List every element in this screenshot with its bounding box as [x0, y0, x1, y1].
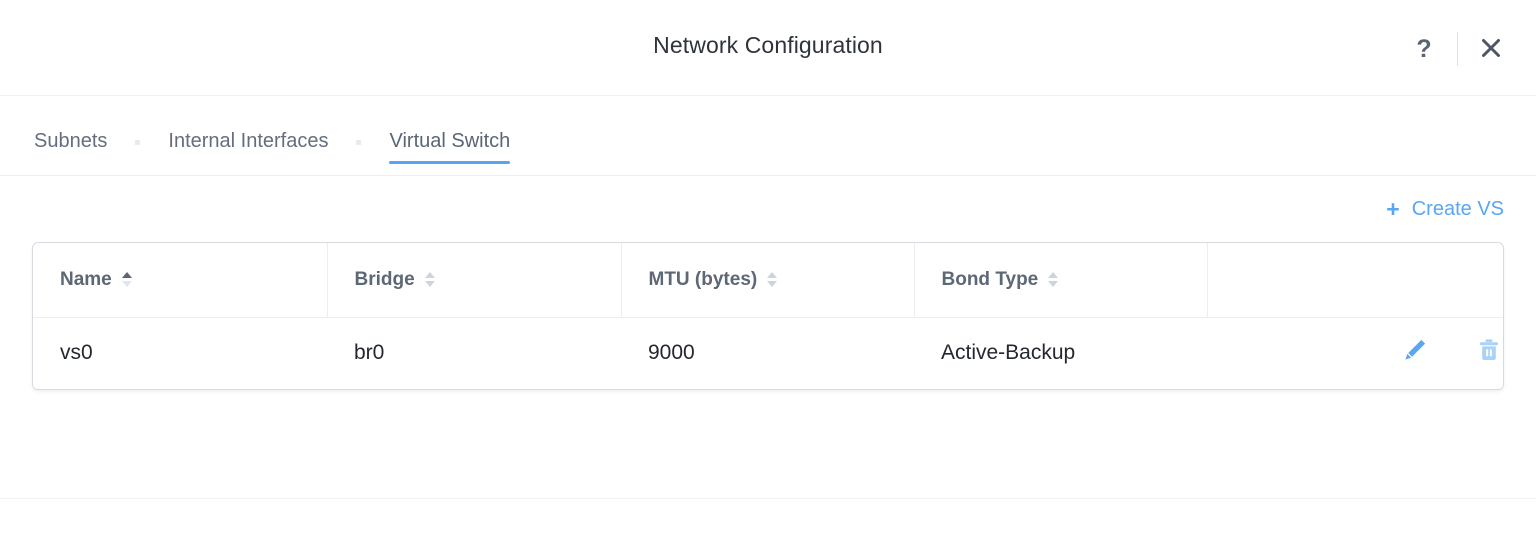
column-header-mtu-label: MTU (bytes): [648, 268, 758, 290]
tab-separator-dot: [356, 140, 362, 145]
create-vs-button[interactable]: + Create VS: [1386, 195, 1504, 222]
sort-asc-arrow-icon: [424, 272, 435, 279]
delete-row-button[interactable]: [1475, 339, 1503, 367]
cell-name: vs0: [33, 317, 327, 389]
table-toolbar: + Create VS: [0, 176, 1536, 242]
tab-bar: Subnets Internal Interfaces Virtual Swit…: [0, 96, 1536, 176]
footer-divider: [0, 498, 1536, 499]
column-header-bridge[interactable]: Bridge: [327, 243, 622, 318]
column-header-name-label: Name: [60, 268, 112, 290]
virtual-switch-table: Name Bridge: [32, 242, 1504, 390]
page-title: Network Configuration: [653, 32, 883, 58]
active-tab-indicator: [389, 161, 511, 164]
column-header-bond-type[interactable]: Bond Type: [914, 243, 1208, 318]
sort-asc-arrow-icon: [121, 272, 132, 279]
sort-toggle-mtu[interactable]: [767, 272, 778, 288]
create-vs-label: Create VS: [1411, 197, 1504, 220]
sort-toggle-bond-type[interactable]: [1048, 272, 1059, 288]
pencil-icon: [1402, 337, 1428, 369]
title-bar-actions: ?: [1401, 28, 1514, 70]
close-button[interactable]: [1468, 28, 1514, 70]
edit-row-button[interactable]: [1401, 339, 1429, 367]
tab-virtual-switch-label: Virtual Switch: [389, 130, 511, 152]
sort-toggle-name[interactable]: [121, 272, 132, 288]
cell-row-actions: [1207, 317, 1503, 389]
cell-bond-type: Active-Backup: [914, 317, 1207, 389]
tab-subnets-label: Subnets: [34, 130, 108, 152]
tab-separator-dot: [135, 140, 141, 145]
close-icon: [1480, 37, 1502, 62]
plus-icon: +: [1386, 195, 1400, 222]
trash-icon: [1476, 337, 1502, 369]
cell-mtu: 9000: [621, 317, 914, 389]
table-header-row: Name Bridge: [33, 243, 1503, 318]
column-header-mtu[interactable]: MTU (bytes): [621, 243, 915, 318]
tab-virtual-switch[interactable]: Virtual Switch: [389, 96, 511, 164]
column-header-actions: [1207, 243, 1503, 318]
title-actions-divider: [1457, 32, 1458, 66]
column-header-name[interactable]: Name: [33, 243, 328, 318]
cell-bridge: br0: [327, 317, 621, 389]
column-header-bond-type-label: Bond Type: [941, 268, 1039, 290]
sort-desc-arrow-icon: [424, 281, 435, 288]
dialog-title-bar: Network Configuration ?: [0, 0, 1536, 96]
tab-internal-interfaces[interactable]: Internal Interfaces: [168, 96, 328, 153]
tab-subnets[interactable]: Subnets: [34, 96, 107, 153]
sort-desc-arrow-icon: [121, 281, 132, 288]
sort-desc-arrow-icon: [1048, 281, 1059, 288]
sort-asc-arrow-icon: [767, 272, 778, 279]
help-button[interactable]: ?: [1401, 28, 1447, 70]
table-row[interactable]: vs0 br0 9000 Active-Backup: [33, 317, 1503, 389]
sort-toggle-bridge[interactable]: [424, 272, 435, 288]
sort-asc-arrow-icon: [1048, 272, 1059, 279]
help-icon: ?: [1416, 34, 1432, 63]
column-header-bridge-label: Bridge: [354, 268, 415, 290]
tab-internal-interfaces-label: Internal Interfaces: [168, 130, 329, 152]
sort-desc-arrow-icon: [767, 281, 778, 288]
